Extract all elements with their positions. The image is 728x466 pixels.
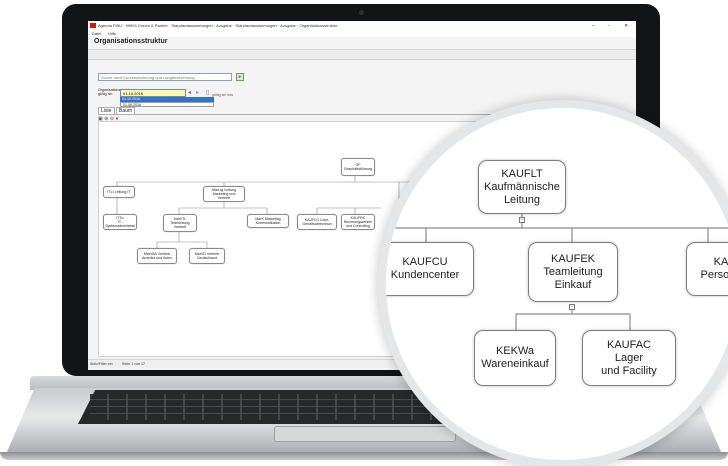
org-node-kauflg[interactable]: KAUFLG Lohn- Gehaltsabrechnun — [297, 214, 337, 230]
org-node-itlt[interactable]: ITLt Leitung IT — [103, 186, 135, 198]
page-title: Organisationsstruktur — [94, 38, 168, 45]
validity-date-select[interactable]: 01.10.2016 — [120, 89, 186, 97]
magnified-node-kaufcu[interactable]: KAUFCU Kundencenter — [386, 242, 474, 296]
menu-item-datei[interactable]: Datei — [92, 31, 102, 36]
magnified-node-kekwa[interactable]: KEKWa Wareneinkauf — [474, 330, 556, 386]
laptop-base-edge — [0, 452, 728, 460]
arrow-right-icon[interactable]: ▸ — [196, 90, 200, 96]
search-input[interactable]: Suche nach Kurzbezeichnung und Langbezei… — [98, 73, 232, 81]
org-node-mark[interactable]: MarK Marketing Kommunikation — [247, 214, 289, 228]
menu-item-hilfe[interactable]: Hilfe — [108, 31, 117, 36]
magnified-node-kaufac[interactable]: KAUFAC Lager und Facility — [582, 330, 676, 386]
title-bar: Agenda FIBU · 99993 Gmom & Partner · Sta… — [88, 21, 636, 30]
tab-baum[interactable]: Baum — [116, 107, 136, 115]
window-title: Agenda FIBU · 99993 Gmom & Partner · Sta… — [98, 23, 338, 28]
org-node-marvd[interactable]: MarVD Vertrieb Deutschland — [189, 248, 225, 264]
status-bar: Aktiv/Filter ein Seite 1 von 17 — [88, 359, 636, 368]
status-filter: Aktiv/Filter ein — [90, 362, 113, 366]
tab-liste[interactable]: Liste — [98, 107, 115, 115]
collapse-toggle-kaufek[interactable]: − — [569, 304, 575, 310]
zoom-out-icon[interactable]: ⊖ — [109, 116, 114, 122]
zoom-toolbar: ▣ ⊕ ⊖ ● — [98, 116, 118, 122]
minimize-button[interactable]: – — [592, 23, 595, 29]
search-icon: ▸ — [238, 74, 242, 80]
org-node-marvaa[interactable]: MarVAA Vertrieb Amerika und Asien — [137, 248, 177, 264]
validity-label: Organisationsstruktur gültig ab: — [98, 88, 133, 96]
maximize-button[interactable]: ▫ — [608, 23, 610, 29]
toolbar — [88, 49, 636, 60]
print-icon[interactable]: ▣ — [98, 116, 103, 122]
zoom-in-icon[interactable]: ⊕ — [104, 116, 109, 122]
menu-bar: Datei Hilfe — [88, 30, 636, 37]
person-icon[interactable]: ● — [115, 116, 119, 122]
tabs-divider — [98, 114, 628, 115]
document-icon[interactable]: ▯ — [206, 90, 210, 96]
search-go-button[interactable]: ▸ — [236, 73, 244, 81]
magnifier-circle: KAUFLT Kaufmännische Leitung − KAUFCU Ku… — [386, 108, 728, 460]
close-button[interactable]: ✕ — [624, 23, 629, 29]
magnifier-lens: KAUFLT Kaufmännische Leitung − KAUFCU Ku… — [386, 108, 728, 460]
status-page: Seite 1 von 17 — [122, 362, 145, 366]
magnified-node-kap[interactable]: KA Persona — [686, 242, 728, 296]
validity-hint: gültig ab 'neu — [212, 93, 234, 97]
magnified-node-kauflt[interactable]: KAUFLT Kaufmännische Leitung — [478, 160, 566, 214]
app-logo-icon — [90, 23, 96, 28]
arrow-left-icon[interactable]: ◂ — [188, 90, 192, 96]
webcam — [359, 10, 364, 15]
touchpad — [274, 426, 456, 442]
collapse-toggle-kauflt[interactable]: − — [519, 217, 525, 223]
validity-option[interactable]: 01.06.2016 — [120, 102, 214, 107]
org-node-marltg[interactable]: MarLtg Leitung Marketing und Vertrieb — [203, 186, 245, 202]
validity-option-selected[interactable]: 01.10.2016 — [120, 97, 214, 102]
magnified-node-kaufek[interactable]: KAUFEK Teamleitung Einkauf — [528, 242, 618, 302]
